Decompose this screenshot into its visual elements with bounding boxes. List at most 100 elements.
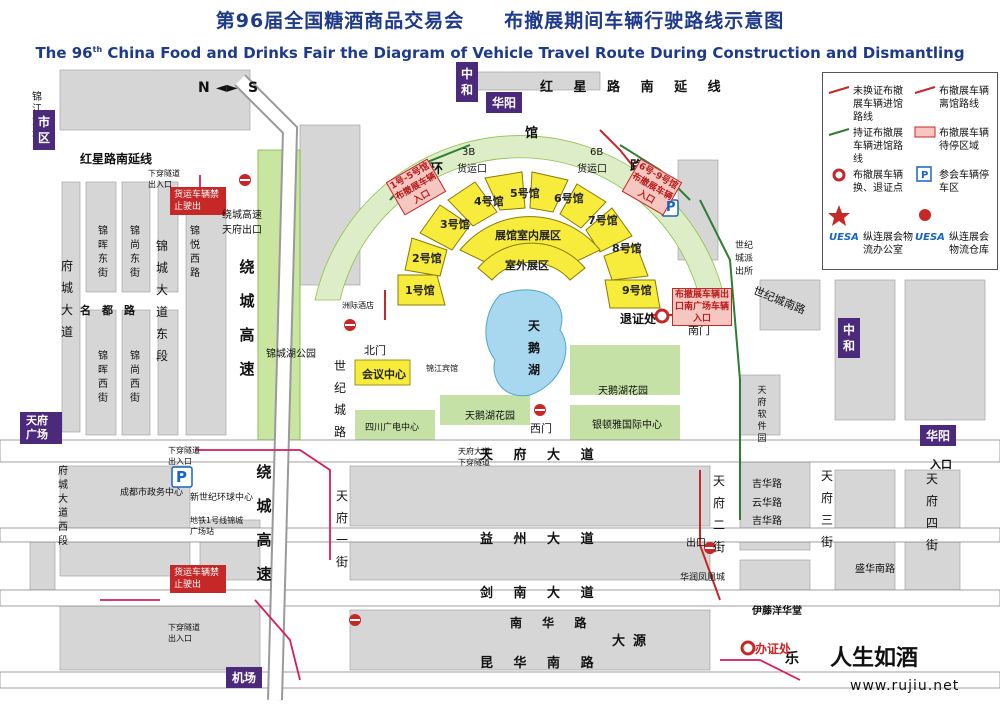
- road-jihua: 吉华路: [752, 479, 782, 490]
- legend-symbols: [828, 86, 936, 226]
- road-kunhua-south: 昆 华 南 路: [480, 656, 602, 671]
- tag-zhonghe-top[interactable]: 中和: [456, 62, 478, 102]
- tianfu-software: 天府软件园: [757, 386, 767, 444]
- tag-zhonghe-right[interactable]: 中和: [838, 318, 860, 358]
- legend-item-3: 持证布撤展车辆进馆路线: [853, 128, 903, 165]
- garden-block: [440, 395, 530, 425]
- hall-7[interactable]: 7号馆: [588, 214, 618, 227]
- block: [185, 199, 227, 436]
- hall-6[interactable]: 6号馆: [554, 192, 584, 205]
- tiane-garden-2: 天鹅湖花园: [598, 386, 648, 397]
- tianfu-underpass: 天府大道下穿隧道: [458, 447, 490, 467]
- compass-s: S: [248, 80, 259, 96]
- road-le: 乐: [785, 651, 799, 667]
- pink-routes: [100, 175, 801, 681]
- map-title-cn: 第96届全国糖酒商品交易会 布撤展期间车辆行驶路线示意图: [215, 10, 785, 32]
- underpass-1: 下穿隧道出入口: [148, 169, 180, 189]
- yinhe-center: 银顿雅国际中心: [592, 420, 662, 431]
- road-raocheng-v2: 绕城高速: [256, 463, 272, 583]
- parking-icon: P: [176, 468, 187, 486]
- bottom-exit: 出口: [686, 538, 706, 549]
- exit-office[interactable]: 退证处: [620, 312, 657, 326]
- block: [157, 309, 179, 436]
- tag-huayang-right[interactable]: 华阳: [920, 425, 957, 446]
- hall-5[interactable]: 5号馆: [510, 187, 540, 200]
- road-jinyue-west: 锦悦西路: [190, 226, 200, 279]
- hall-3-shape: [419, 204, 471, 251]
- road-mingdu: 名 都 路: [80, 304, 135, 317]
- legend-item-5: 布撤展车辆换、退证点: [853, 170, 903, 194]
- hall-2[interactable]: 2号馆: [412, 252, 442, 265]
- compass-n: N: [198, 80, 210, 96]
- tag-huayang-top[interactable]: 华阳: [486, 92, 523, 113]
- legend-item-1: 未换证布撤展车辆进馆路线: [853, 86, 903, 123]
- hall-9[interactable]: 9号馆: [622, 284, 652, 297]
- legend-item-4: 布撤展车辆待停区域: [939, 128, 989, 152]
- chengdu-gov: 成都市政务中心: [120, 488, 184, 498]
- road-fucheng-west: 府城大道西段: [58, 466, 68, 547]
- hall-7-shape: [559, 183, 607, 229]
- itoyokado: 伊藤洋华堂: [752, 606, 802, 617]
- no-entry-signs: [239, 174, 716, 626]
- hall-1[interactable]: 1号馆: [405, 284, 435, 297]
- garden-block: [355, 410, 435, 440]
- loading-dock-3b: 3B: [462, 147, 476, 158]
- watermark-text: 人生如酒: [830, 646, 919, 671]
- block: [121, 309, 151, 436]
- huarun: 华润凤凰城: [680, 573, 726, 583]
- block: [85, 181, 117, 293]
- tag-shiqu[interactable]: 市区: [33, 110, 55, 150]
- hall-3[interactable]: 3号馆: [440, 218, 470, 231]
- legend-logo-1: UESA: [829, 232, 859, 243]
- road-tianfu-3rd: 天府三街: [820, 469, 833, 549]
- block: [85, 309, 117, 436]
- watermark-url: www.rujiu.net: [850, 678, 960, 694]
- legend-item-2: 布撤展车辆离馆路线: [939, 86, 989, 110]
- block: [739, 374, 781, 436]
- office[interactable]: 办证处: [755, 642, 792, 656]
- hall-5-shape: [484, 171, 526, 211]
- road-dayuan: 大源: [612, 634, 655, 649]
- century-city-exit: 世纪城派出所: [735, 241, 754, 277]
- road-shiji-city: 世纪城路: [333, 359, 346, 439]
- underpass-3: 下穿隧道出入口: [168, 623, 200, 643]
- tiane-lake: [485, 289, 567, 397]
- hall-4[interactable]: 4号馆: [474, 195, 504, 208]
- road-jinhui-east: 锦晖东街: [98, 226, 108, 279]
- conference-shape: [354, 359, 411, 386]
- road-jincheng-ave: 锦城大道东段: [155, 239, 168, 363]
- north-gate: 北门: [364, 344, 386, 357]
- loading-dock-1: 货运口: [457, 164, 487, 175]
- road-tianfu-st: 天府一街: [335, 489, 348, 569]
- hall-outdoor: 室外展区: [505, 259, 549, 272]
- road-fucheng: 府城大道: [60, 259, 73, 339]
- loading-dock-2: 货运口: [577, 164, 607, 175]
- legend-item-8: 纵连展会物流仓库: [949, 232, 989, 256]
- conference-center[interactable]: 会议中心: [362, 368, 406, 381]
- legend-logo-2: UESA: [915, 232, 945, 243]
- road-raocheng-v1: 绕城高速: [239, 258, 255, 378]
- map-title-en: The 96th China Food and Drinks Fair the …: [35, 44, 965, 62]
- road-tianfu-2nd: 天府二街: [712, 474, 725, 554]
- hall-8[interactable]: 8号馆: [612, 242, 642, 255]
- legend-panel: 未换证布撤展车辆进馆路线 布撤展车辆离馆路线 持证布撤展车辆进馆路线 布撤展车辆…: [822, 72, 998, 270]
- hall-8-shape: [585, 207, 633, 253]
- road-hongxing-south-ext-left: 红星路南延线: [80, 152, 153, 166]
- new-century: 新世纪环球中心: [190, 493, 254, 503]
- tag-airport[interactable]: 机场: [226, 667, 263, 688]
- road-jinhui-west: 锦晖西街: [98, 351, 108, 404]
- hall-indoor: 展馆室内展区: [495, 229, 561, 242]
- block: [121, 181, 151, 293]
- metro-station: 地铁1号线锦城广场站: [190, 516, 244, 536]
- outdoor-area: [477, 242, 586, 281]
- block: [759, 279, 821, 331]
- raocheng-expressway-lane: [235, 75, 297, 701]
- road-jihua-2: 吉华路: [752, 516, 782, 527]
- road-tianfu: 天 府 大 道: [480, 448, 602, 463]
- garden-block: [570, 345, 680, 395]
- exit-markers: [654, 308, 756, 656]
- hall-6-shape: [529, 171, 569, 213]
- tag-tianfu-square[interactable]: 天府广场: [20, 412, 62, 444]
